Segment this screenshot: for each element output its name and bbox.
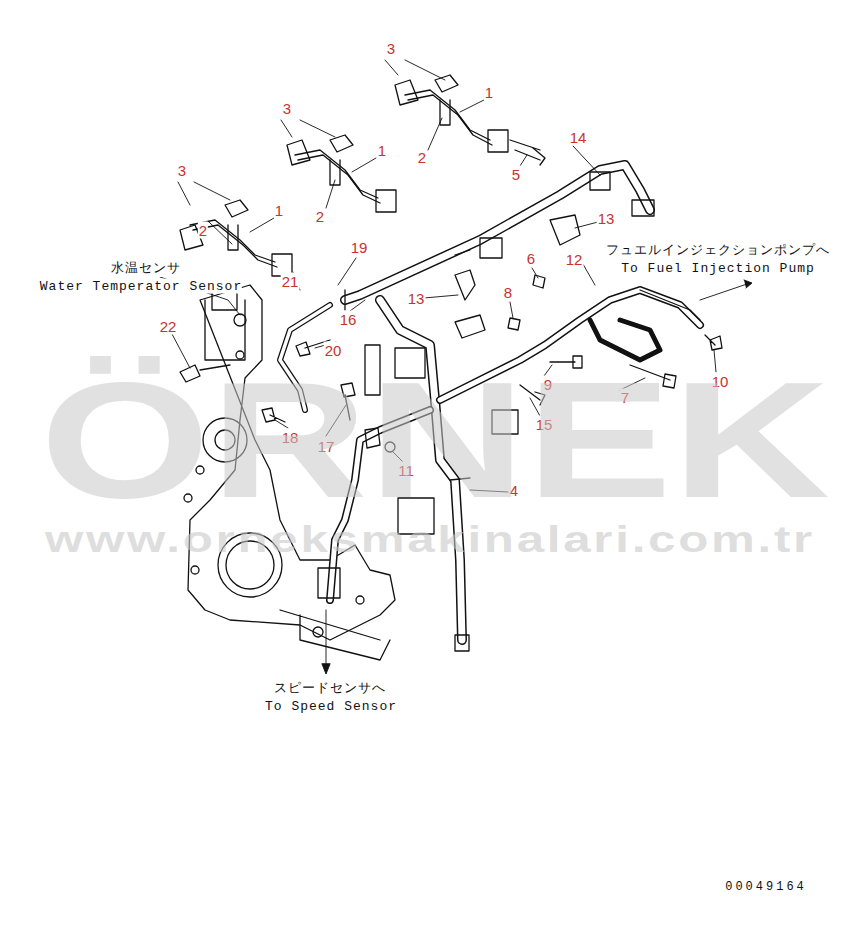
callout-number: 13 — [407, 290, 426, 307]
callout-number: 16 — [339, 311, 358, 328]
callout-number: 14 — [569, 129, 588, 146]
callout-number: 13 — [597, 210, 616, 227]
watermark-url: www.orneksmakinalari.com.tr — [45, 519, 815, 561]
annotation-text: スピードセンサへ — [274, 679, 386, 697]
annotation-text: To Speed Sensor — [265, 699, 397, 714]
callout-number: 12 — [565, 251, 584, 268]
annotation-text: Water Temperator Sensor — [40, 279, 242, 294]
callout-number: 5 — [511, 166, 521, 183]
callout-number: 22 — [159, 318, 178, 335]
callout-number: 2 — [315, 208, 325, 225]
callout-number: 3 — [386, 40, 396, 57]
annotation-text: 水温センサ — [111, 259, 181, 277]
injector-harness — [180, 75, 540, 276]
callout-number: 2 — [198, 222, 208, 239]
drawing-number: 00049164 — [725, 880, 807, 894]
callout-number: 3 — [282, 100, 292, 117]
callout-number: 21 — [281, 273, 300, 290]
callout-number: 1 — [484, 84, 494, 101]
annotation-text: To Fuel Injection Pump — [621, 261, 815, 276]
callout-number: 1 — [274, 202, 284, 219]
watermark: ÖRNEK — [40, 346, 830, 535]
callout-number: 3 — [177, 162, 187, 179]
annotation-text: フュエルインジェクションポンプへ — [606, 241, 830, 259]
callout-number: 1 — [377, 142, 387, 159]
callout-number: 2 — [417, 149, 427, 166]
callout-number: 19 — [350, 239, 369, 256]
callout-number: 6 — [526, 250, 536, 267]
callout-number: 8 — [503, 284, 513, 301]
